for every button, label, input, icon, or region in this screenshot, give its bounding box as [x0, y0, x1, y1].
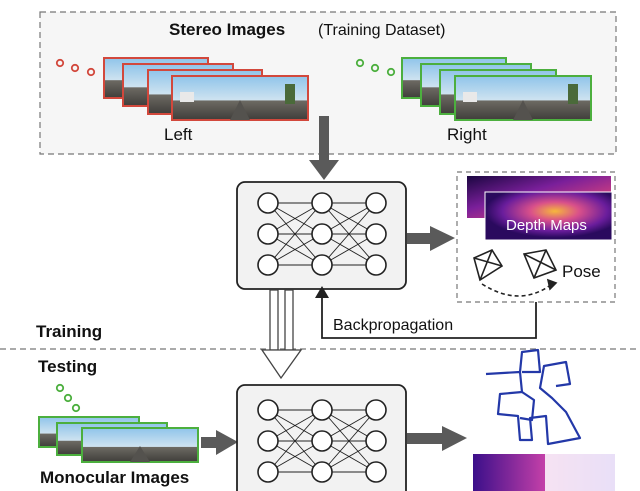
- test-net-node: [365, 461, 387, 483]
- test-net-node: [365, 430, 387, 452]
- test-net-edge: [267, 409, 323, 473]
- arrow-stereo-to-net: [309, 116, 339, 180]
- arrow-net-to-outputs: [407, 226, 455, 251]
- stereo-subtitle: (Training Dataset): [318, 22, 445, 39]
- training-network: [236, 181, 407, 290]
- test-net-node: [365, 399, 387, 421]
- left-label: Left: [164, 125, 193, 144]
- test-net-node: [257, 461, 279, 483]
- left-image-stack: [55, 57, 309, 121]
- train-net-node: [257, 223, 279, 245]
- test-net-node: [311, 430, 333, 452]
- testing-network: [236, 384, 407, 491]
- stereo-title: Stereo Images: [169, 20, 285, 39]
- train-net-node: [257, 254, 279, 276]
- train-net-node: [311, 254, 333, 276]
- depth-map-front: [484, 191, 613, 241]
- monocular-image-stack: [38, 383, 199, 463]
- trajectory-plot: [485, 348, 582, 446]
- camera-frustum-icon: [473, 248, 558, 297]
- left-frame-4: [171, 75, 309, 121]
- training-label: Training: [36, 322, 102, 341]
- train-net-node: [311, 192, 333, 214]
- train-net-node: [311, 223, 333, 245]
- right-frame-4: [454, 75, 592, 121]
- train-net-edge: [267, 202, 323, 266]
- train-net-node: [365, 192, 387, 214]
- test-net-node: [311, 399, 333, 421]
- depth-map-stack: [467, 176, 613, 241]
- test-net-node: [311, 461, 333, 483]
- train-net-node: [365, 254, 387, 276]
- depth-maps-label: Depth Maps: [506, 217, 587, 234]
- pose-label: Pose: [562, 262, 601, 281]
- mono-frame-3: [81, 427, 199, 463]
- train-net-node: [365, 223, 387, 245]
- backprop-arrow: [315, 286, 537, 339]
- right-label: Right: [447, 125, 487, 144]
- monocular-label: Monocular Images: [40, 468, 189, 487]
- train-net-edge: [321, 202, 377, 266]
- test-net-edge: [321, 409, 377, 473]
- model-transfer-arrow: [260, 289, 303, 380]
- right-image-stack: [355, 57, 592, 121]
- arrow-mono-to-net: [201, 430, 238, 455]
- testing-label: Testing: [38, 357, 97, 376]
- test-net-node: [257, 430, 279, 452]
- test-net-node: [257, 399, 279, 421]
- train-net-node: [257, 192, 279, 214]
- arrow-net-to-test-outputs: [407, 426, 467, 451]
- backprop-label: Backpropagation: [333, 317, 453, 334]
